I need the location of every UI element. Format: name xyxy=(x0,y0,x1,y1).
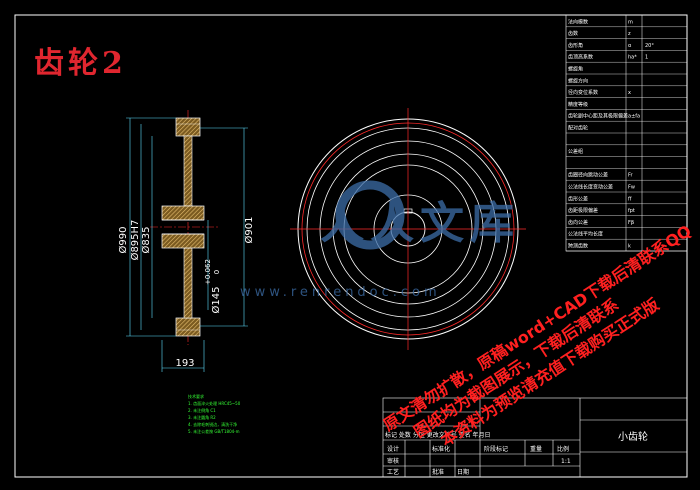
param-label: 公差组 xyxy=(568,148,583,155)
param-symbol: a±fa xyxy=(628,114,640,120)
section-view xyxy=(150,110,220,345)
dim-width: 193 xyxy=(175,358,194,369)
watermark-red-text: 原文清勿扩散，原稿word+CAD下载后清联系QQ 图纸均为截图展示，下载后清联… xyxy=(380,221,695,450)
dim-mid: Ø835 xyxy=(140,227,152,254)
tb-ratio: 比例 xyxy=(557,445,569,453)
tb-stage: 阶段标记 xyxy=(484,445,508,453)
param-symbol: ff xyxy=(628,196,632,202)
watermark-logo-text: 人人文库 xyxy=(320,198,520,249)
param-label: 齿轮副中心距及其极限偏差 xyxy=(568,113,628,120)
dim-right: Ø901 xyxy=(243,217,255,244)
param-label: 跨测齿数 xyxy=(568,243,588,250)
param-value: 20° xyxy=(645,43,654,49)
param-symbol: z xyxy=(628,31,631,37)
param-label: 径向变位系数 xyxy=(568,89,598,96)
param-symbol: m xyxy=(628,19,633,25)
param-label: 齿顶高系数 xyxy=(568,54,593,61)
tb-audit: 审核 xyxy=(387,457,399,465)
param-symbol: fpt xyxy=(628,208,635,214)
param-symbol: k xyxy=(628,244,631,250)
param-label: 齿形公差 xyxy=(568,195,588,202)
tb-design: 设计 xyxy=(387,445,399,453)
tb-process: 工艺 xyxy=(387,468,399,476)
tb-std: 标准化 xyxy=(432,445,450,453)
param-label: 公法线平均长度 xyxy=(568,231,603,238)
param-label: 齿向公差 xyxy=(568,219,588,226)
tech-note-line: 1. 齿面淬火处理 HRC45~50 xyxy=(188,400,241,406)
param-symbol: Fr xyxy=(628,173,634,179)
tech-note-line: 3. 未注圆角 R2 xyxy=(188,414,216,420)
param-symbol: x xyxy=(628,90,631,96)
tb-date: 日期 xyxy=(457,468,469,476)
param-label: 螺旋角 xyxy=(568,66,583,73)
tech-note-line: 4. 去除毛刺锐边，清洗干净 xyxy=(188,421,237,427)
param-label: 法向模数 xyxy=(568,18,588,25)
tb-scale-value: 1:1 xyxy=(561,458,571,465)
param-label: 齿形角 xyxy=(568,42,583,49)
dim-tol-upper: +0.062 xyxy=(204,259,212,285)
watermark-logo: 人人文库 www.renrendoc.com xyxy=(240,180,520,300)
tb-approve: 批准 xyxy=(432,468,444,476)
watermark-url: www.renrendoc.com xyxy=(240,285,441,300)
drawing-title: 齿轮2 xyxy=(34,46,127,81)
param-label: 配对齿轮 xyxy=(568,125,588,132)
param-symbol: ha* xyxy=(628,55,637,61)
tb-revision-row: 标记 处数 分区 更改文件号 签名 年月日 xyxy=(385,431,491,439)
tb-weight: 重量 xyxy=(530,445,542,453)
param-label: 齿距极限偏差 xyxy=(568,207,598,214)
section-dimensions xyxy=(126,117,248,372)
dim-tol-lower: 0 xyxy=(213,270,221,274)
tb-part-name: 小齿轮 xyxy=(618,430,648,443)
dim-outer: Ø990 xyxy=(117,227,129,254)
param-label: 齿圈径向跳动公差 xyxy=(568,172,608,179)
watermark-line2: 图纸均为截图展示，下载后清联系 xyxy=(410,295,622,442)
param-label: 螺旋方向 xyxy=(568,77,588,84)
tech-note-line: 2. 未注倒角 C1 xyxy=(188,407,216,413)
dim-bore: Ø145 xyxy=(210,287,222,314)
dim-fit: Ø895H7 xyxy=(129,220,141,261)
param-label: 公法线长度变动公差 xyxy=(568,184,613,191)
tech-note-line: 技术要求 xyxy=(188,393,204,399)
param-label: 精度等级 xyxy=(568,101,588,108)
tech-note-line: 5. 未注公差按 GB/T1804-m xyxy=(188,428,240,434)
param-symbol: α xyxy=(628,43,632,49)
param-label: 齿数 xyxy=(568,30,578,37)
param-symbol: Fw xyxy=(628,185,635,191)
param-symbol: Fβ xyxy=(628,220,634,226)
title-block xyxy=(382,397,688,478)
param-value: 1 xyxy=(645,55,648,61)
